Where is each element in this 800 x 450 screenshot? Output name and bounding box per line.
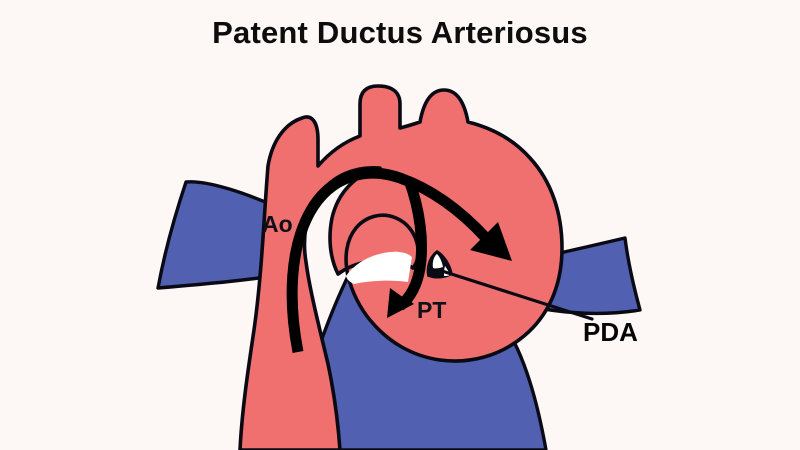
label-aorta: Ao xyxy=(262,211,293,237)
aortic-arch-flow-arrow xyxy=(286,167,512,354)
label-pda: PDA xyxy=(583,317,638,347)
shunt-flow-arrow xyxy=(387,178,427,318)
pda-leader-line xyxy=(440,269,594,321)
label-pulmonary-trunk: PT xyxy=(417,297,446,323)
aortic-valve-highlight xyxy=(346,251,412,284)
page-title: Patent Ductus Arteriosus xyxy=(212,15,588,50)
